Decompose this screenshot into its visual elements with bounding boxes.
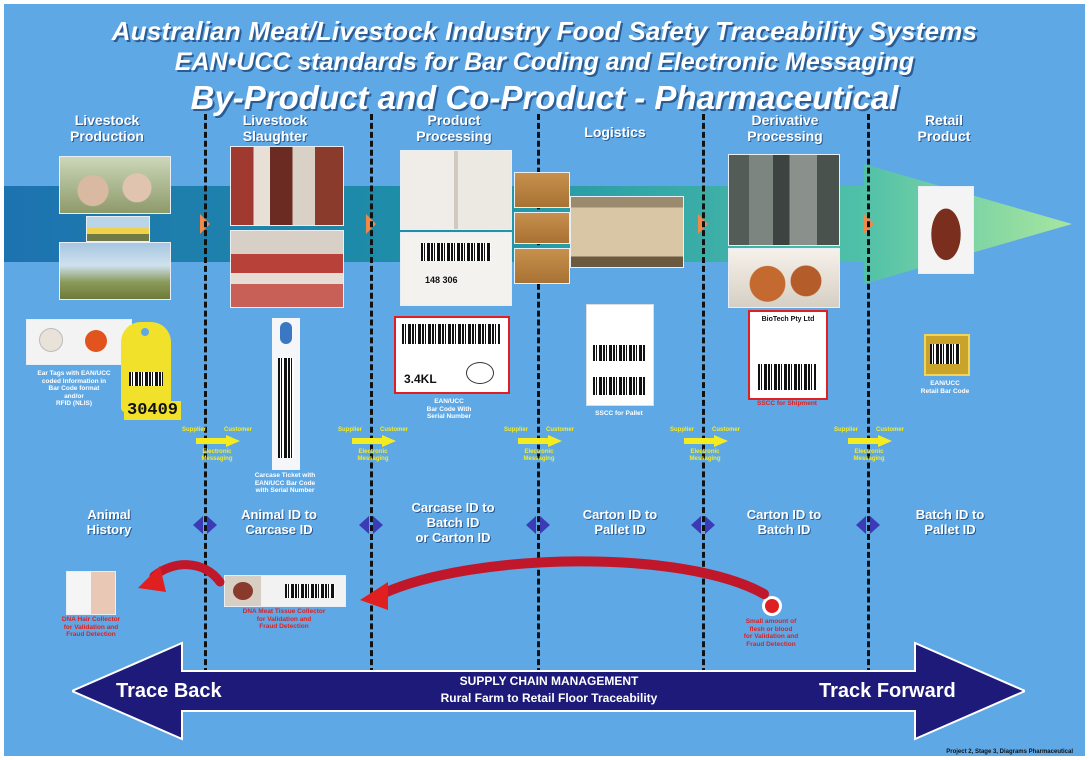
bidirectional-link-icon: [691, 516, 715, 534]
stage-divider: [537, 114, 540, 674]
dna-trace-arrows: [138, 556, 769, 610]
factory-photo: [728, 154, 840, 246]
dna-meat-caption: DNA Meat Tissue Collector for Validation…: [242, 608, 326, 630]
pallet-sscc-label: [586, 304, 654, 406]
stage-divider: [702, 114, 705, 674]
carton-label-photo: 148 306: [400, 232, 512, 306]
arrow-head-icon: [360, 582, 388, 610]
stage-divider: [867, 114, 870, 674]
id-flow-animal-history: Animal History: [86, 507, 132, 537]
dna-hair-collector-photo: [66, 571, 116, 615]
livestock-truck-photo: [86, 216, 150, 242]
id-flow-carton-to-batch: Carton ID to Batch ID: [746, 507, 822, 537]
shipment-label-caption: SSCC for Shipment: [757, 400, 817, 407]
stage-label-logistics: Logistics: [584, 124, 646, 140]
ear-tag-number: 30409: [124, 401, 182, 420]
barcode-graphic: [930, 344, 960, 364]
poster-title-line3: By-Product and Co-Product - Pharmaceutic…: [190, 79, 899, 116]
pallet-photo: [570, 196, 684, 268]
carton-barcode-label: 3.4KL: [394, 316, 510, 394]
carton-photo: [514, 212, 570, 244]
bidirectional-link-icon: [856, 516, 880, 534]
retail-barcode-caption: EAN/UCC Retail Bar Code: [920, 380, 970, 395]
pharmaceutical-jars-photo: [728, 248, 840, 308]
carcase-ticket: [272, 318, 300, 470]
barcode-graphic: [421, 243, 491, 261]
stage-label-derivative-processing: Derivative Processing: [747, 112, 823, 144]
poster-title-line1: Australian Meat/Livestock Industry Food …: [111, 16, 978, 46]
bidirectional-link-icon: [359, 516, 383, 534]
arrow-head-icon: [138, 566, 166, 592]
track-forward-label: Track Forward: [819, 680, 956, 702]
carton-photo: [514, 248, 570, 284]
poster: Australian Meat/Livestock Industry Food …: [4, 4, 1085, 756]
ear-tags-caption: Ear Tags with EAN/UCC coded Information …: [37, 370, 111, 407]
bidirectional-link-icon: [193, 516, 217, 534]
id-flow-carcase-to-batch: Carcase ID to Batch ID or Carton ID: [411, 500, 495, 545]
stage-label-livestock-slaughter: Livestock Slaughter: [242, 112, 308, 144]
stage-divider: [204, 114, 207, 674]
carton-photo: [514, 172, 570, 208]
stage-divider: [370, 114, 373, 674]
trace-back-label: Trace Back: [116, 680, 222, 702]
barcode-graphic: [278, 358, 294, 458]
stage-label-retail-product: Retail Product: [917, 112, 971, 144]
medicine-bottle-photo: [918, 186, 974, 274]
abattoir-photo: [230, 146, 344, 226]
supply-chain-subtitle: Rural Farm to Retail Floor Traceability: [440, 691, 658, 705]
carton-label-caption: EAN/UCC Bar Code With Serial Number: [426, 398, 472, 420]
carcase-ticket-caption: Carcase Ticket with EAN/UCC Bar Code wit…: [254, 472, 316, 494]
barcode-graphic: [593, 345, 645, 361]
supply-chain-title: SUPPLY CHAIN MANAGEMENT: [459, 674, 639, 688]
barcode-graphic: [129, 372, 163, 386]
blood-sample-icon: [762, 596, 782, 616]
supply-chain-double-arrow: [72, 641, 1025, 741]
ear-tags-photo: [26, 319, 132, 365]
dna-sample-caption: Small amount of flesh or blood for Valid…: [743, 618, 799, 648]
pallet-label-caption: SSCC for Pallet: [595, 410, 643, 417]
meat-processing-photo: [230, 230, 344, 308]
retail-barcode-label: [924, 334, 970, 376]
barcode-graphic: [758, 364, 816, 390]
id-flow-animal-to-carcase: Animal ID to Carcase ID: [241, 507, 317, 537]
bidirectional-link-icon: [526, 516, 550, 534]
shipment-sscc-label: BioTech Pty Ltd: [748, 310, 828, 400]
barcode-graphic: [402, 324, 500, 344]
yellow-ear-tag: [121, 322, 171, 412]
stage-label-product-processing: Product Processing: [416, 112, 492, 144]
stage-label-livestock-production: Livestock Production: [70, 112, 144, 144]
barcode-graphic: [285, 584, 335, 598]
barcode-graphic: [593, 377, 645, 395]
feedlot-photo: [59, 242, 171, 300]
cattle-photo: [59, 156, 171, 214]
id-flow-batch-to-pallet: Batch ID to Pallet ID: [915, 507, 985, 537]
footer-note: Project 2, Stage 3, Diagrams Pharmaceuti…: [946, 749, 1073, 755]
id-flow-carton-to-pallet: Carton ID to Pallet ID: [582, 507, 658, 537]
meat-in-boxes-photo: [400, 150, 512, 230]
poster-title-line2: EAN•UCC standards for Bar Coding and Ele…: [174, 48, 915, 76]
dna-hair-caption: DNA Hair Collector for Validation and Fr…: [61, 616, 121, 638]
dna-meat-collector-photo: [224, 575, 346, 607]
